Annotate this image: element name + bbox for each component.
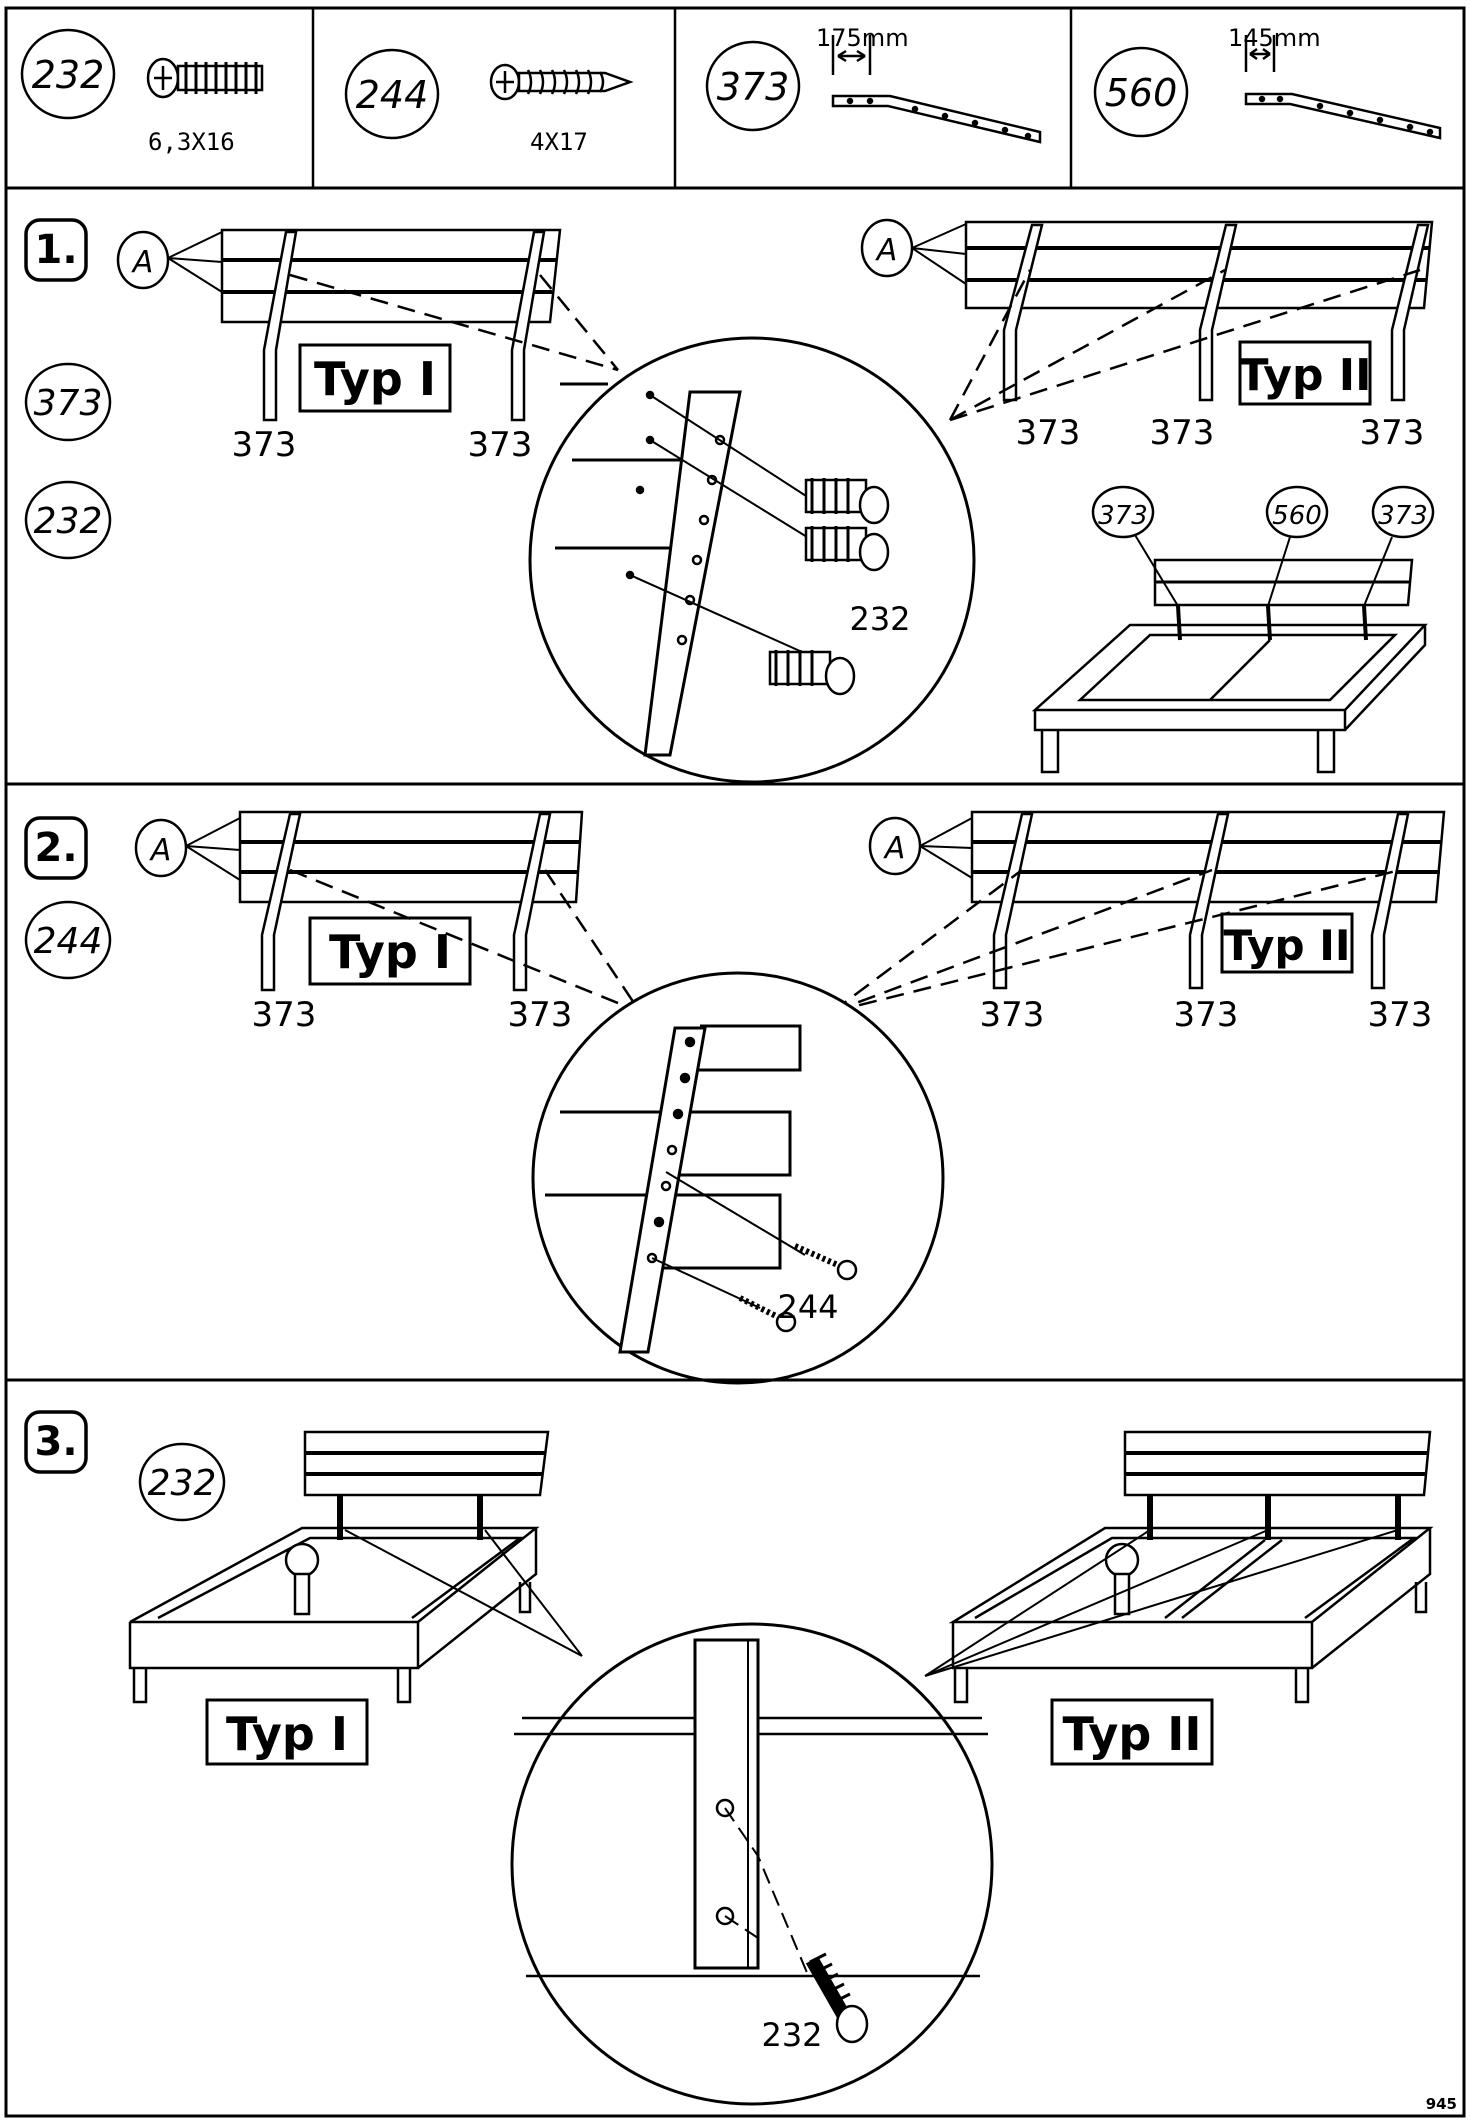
step-2-part-244: 244 [34,921,103,962]
bracket-373-dimension: 175mm [816,24,909,52]
step-1-bed-badge-left [1091,485,1155,539]
step-1-detail-magnifier: 232 [528,336,976,784]
step-1-type-right: Typ II [1238,350,1371,401]
step-1-label-left-a: 373 [232,425,297,465]
step-2-label-left-b: 373 [508,995,573,1035]
step-3-panel: 3. 232 Typ I [4,1378,1466,2118]
step-1-label-right-b: 373 [1150,413,1215,453]
part-560-code: 560 [1105,71,1178,115]
step-2-part-badge-244 [24,900,112,980]
part-560-cell: 560 145mm [1093,24,1442,140]
step-3-type-right: Typ II [1062,1707,1201,1761]
step-1-number: 1. [34,227,77,273]
step-3-part-232: 232 [148,1463,217,1504]
step-2-detail-screw-label: 244 [777,1288,838,1326]
step-1-detail-screw-icons [768,478,890,696]
step-1-part-232: 232 [34,501,103,542]
step-1-label-right-c: 373 [1360,413,1425,453]
screw-machine-icon [146,57,264,99]
step-2-type-right: Typ II [1224,921,1351,970]
step-3-bed-typ2: Typ II [924,1430,1434,1766]
part-560-badge [1093,46,1189,138]
part-373-code: 373 [717,65,790,109]
step-2-detail-magnifier: 244 [531,971,945,1385]
step-1-headboard-typ1: Typ I 373 373 [220,228,619,465]
step-1-part-badge-373 [24,362,112,442]
step-1-bed-badge-mid [1265,485,1329,539]
step-2-label-right-c: 373 [1368,995,1433,1035]
step-2-marker-left-label: A [149,833,172,868]
step-2-marker-right-label: A [883,831,906,866]
step-2-label-right-b: 373 [1174,995,1239,1035]
step-3-detail-screw-label: 232 [761,2016,822,2054]
step-3-detail-screw-icon [805,1952,869,2044]
step-2-label-right-a: 373 [980,995,1045,1035]
step-1-marker-left [116,230,170,290]
part-244-cell: 244 4X17 [344,48,634,156]
step-1-bed-label-mid: 560 [1272,501,1322,531]
step-1-number-box [24,218,88,282]
part-232-code: 232 [32,53,105,97]
step-1-part-badge-232 [24,480,112,560]
part-244-code: 244 [356,73,429,117]
part-373-cell: 373 175mm [705,24,1042,144]
step-1-type-left: Typ I [314,352,436,406]
step-1-bed-label-right: 373 [1378,501,1428,531]
step-3-number: 3. [34,1419,77,1465]
step-1-panel: 1. A 373 232 Typ I 373 373 A [4,186,1466,786]
step-2-headboard-typ2: A Typ II 373 373 373 [831,810,1446,1035]
step-2-headboard-typ1: Typ I 373 373 [238,810,642,1035]
part-232-badge [20,28,116,120]
step-3-type-left: Typ I [226,1707,348,1761]
step-2-panel: 2. A 244 Typ I 373 373 A [4,782,1466,1385]
bracket-560-icon [1244,35,1442,140]
step-1-marker-left-label: A [131,245,154,280]
step-1-label-left-b: 373 [468,425,533,465]
step-2-detail-screw-icons [738,1243,858,1333]
step-2-type-left: Typ I [329,925,451,979]
bracket-560-dimension: 145mm [1228,24,1321,52]
part-244-badge [344,48,440,140]
part-232-size: 6,3X16 [148,128,235,156]
step-1-bed-overview: 373 560 373 [1031,485,1435,774]
part-232-cell: 232 6,3X16 [20,28,264,156]
step-1-bed-badge-right [1371,485,1435,539]
step-3-part-badge-232 [138,1442,226,1522]
part-244-size: 4X17 [530,128,588,156]
step-1-part-373: 373 [34,383,103,424]
step-3-number-box [24,1410,88,1474]
bracket-373-icon [831,35,1042,144]
step-3-detail-magnifier: 232 [510,1622,994,2106]
step-3-bed-typ1: Typ I [128,1430,583,1766]
screw-wood-icon [489,63,634,101]
step-2-number: 2. [34,825,77,871]
step-1-detail-screw-label: 232 [849,600,910,638]
step-1-label-right-a: 373 [1016,413,1081,453]
step-1-bed-label-left: 373 [1098,501,1148,531]
page-number: 945 [1425,2095,1457,2113]
step-2-number-box [24,816,88,880]
step-1-marker-right-label: A [875,233,898,268]
part-373-badge [705,40,801,132]
parts-header: 232 6,3X16 244 4X17 373 [4,6,1466,190]
step-2-marker-left [134,818,188,878]
step-2-label-left-a: 373 [252,995,317,1035]
step-1-headboard-typ2: A Typ II 373 373 373 [860,218,1434,453]
